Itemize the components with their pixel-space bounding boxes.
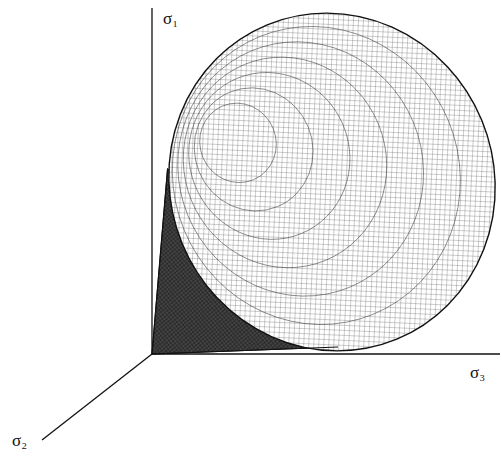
cone-opening bbox=[117, 0, 502, 401]
sigma3-axis bbox=[152, 353, 500, 354]
axis-label: σ₃ bbox=[470, 364, 485, 381]
cone-generatrix bbox=[152, 169, 338, 354]
sigma1-axis bbox=[151, 8, 152, 354]
axis-label: σ₁ bbox=[163, 10, 178, 27]
sigma2-axis bbox=[42, 354, 152, 440]
axis-label: σ₂ bbox=[12, 432, 27, 449]
